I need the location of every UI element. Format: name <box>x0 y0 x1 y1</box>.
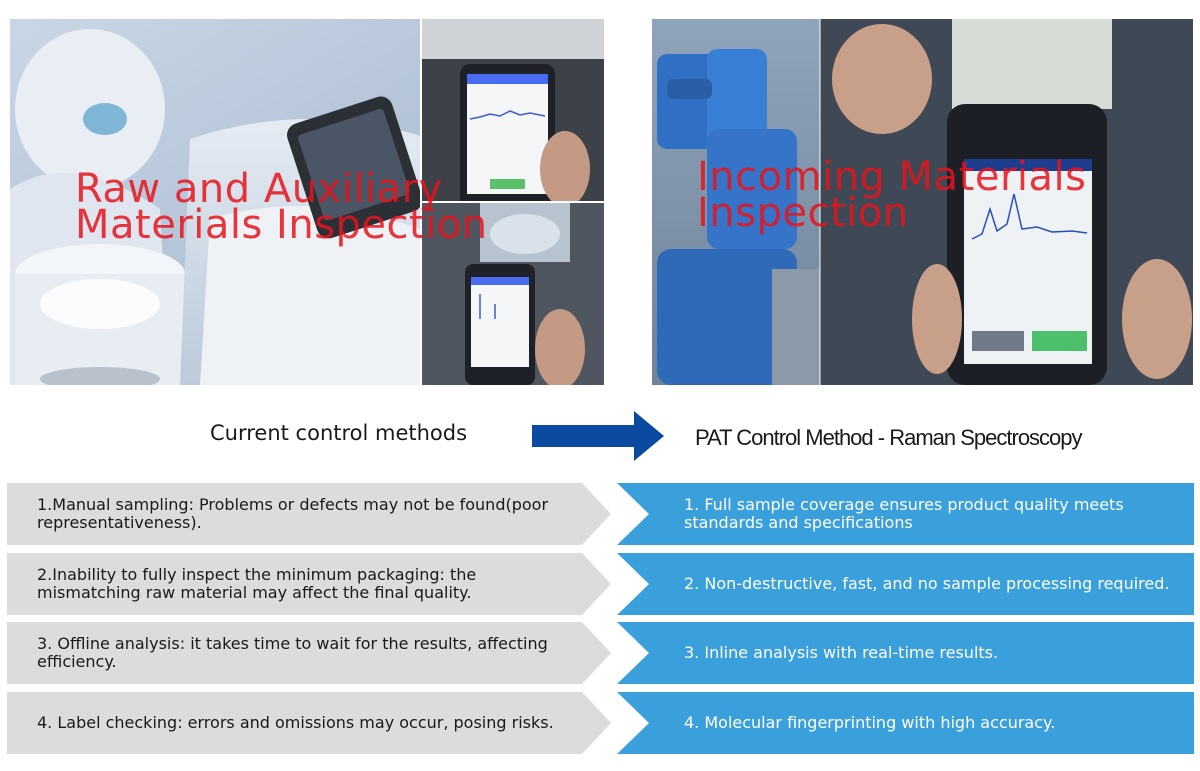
pat-item-text: 1. Full sample coverage ensures product … <box>684 495 1124 532</box>
pat-item-1: 1. Full sample coverage ensures product … <box>617 483 1194 545</box>
arrow-right-icon <box>532 411 664 461</box>
current-methods-label: Current control methods <box>210 421 468 445</box>
pat-item-text: 3. Inline analysis with real-time result… <box>684 643 999 662</box>
pat-item-3: 3. Inline analysis with real-time result… <box>617 622 1194 684</box>
pat-item-text: 4. Molecular fingerprinting with high ac… <box>684 713 1056 732</box>
pat-item-4: 4. Molecular fingerprinting with high ac… <box>617 692 1194 754</box>
current-item-text: 4. Label checking: errors and omissions … <box>37 713 554 732</box>
current-item-text: 2.Inability to fully inspect the minimum… <box>37 565 477 602</box>
current-item-3: 3. Offline analysis: it takes time to wa… <box>7 622 611 684</box>
current-item-1: 1.Manual sampling: Problems or defects m… <box>7 483 611 545</box>
current-item-2: 2.Inability to fully inspect the minimum… <box>7 553 611 615</box>
current-item-text: 1.Manual sampling: Problems or defects m… <box>37 495 549 532</box>
incoming-materials-scene <box>652 19 1193 385</box>
current-item-text: 3. Offline analysis: it takes time to wa… <box>37 634 548 671</box>
pat-item-text: 2. Non-destructive, fast, and no sample … <box>684 574 1170 593</box>
pat-method-label: PAT Control Method - Raman Spectroscopy <box>695 425 1083 450</box>
current-item-4: 4. Label checking: errors and omissions … <box>7 692 611 754</box>
raw-materials-photo: Raw and Auxiliary Materials Inspection <box>10 19 604 385</box>
raw-materials-scene <box>10 19 604 385</box>
pat-item-2: 2. Non-destructive, fast, and no sample … <box>617 553 1194 615</box>
incoming-materials-photo: Incoming Materials Inspection <box>652 19 1193 385</box>
